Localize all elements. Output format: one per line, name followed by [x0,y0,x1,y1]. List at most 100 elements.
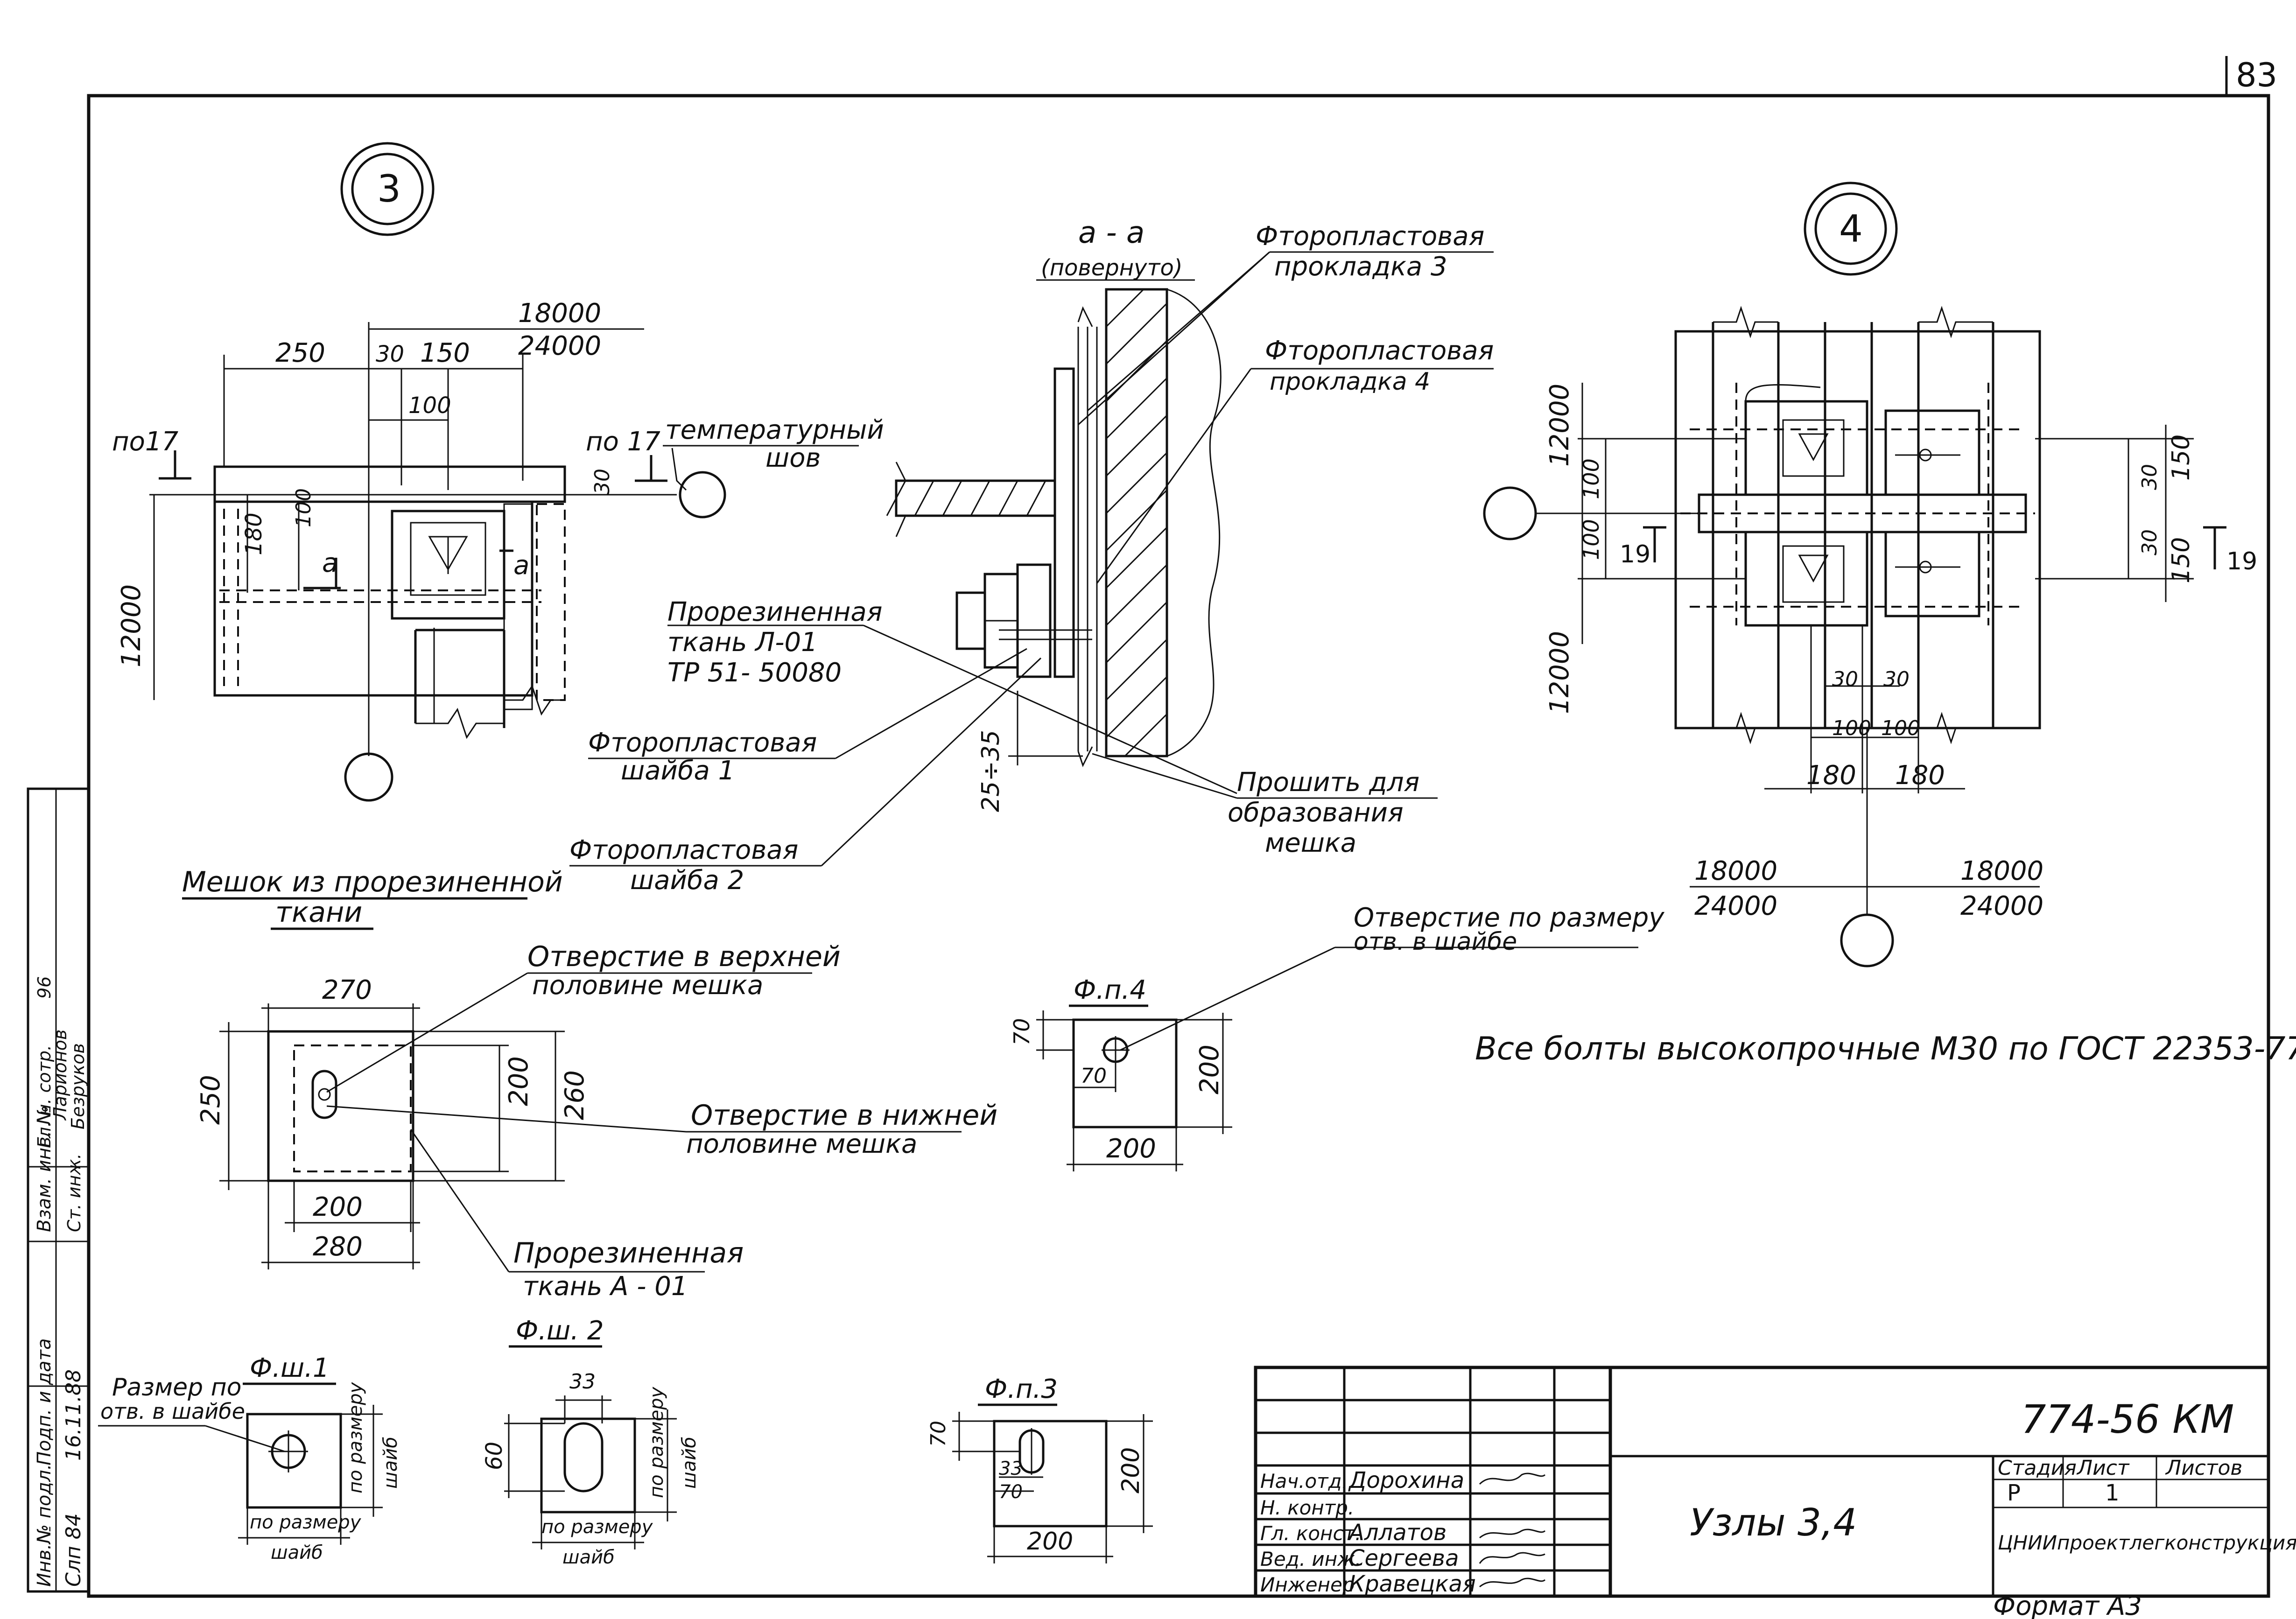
bag-dim-200h: 200 [313,1192,363,1222]
signature-4 [1479,1552,1545,1564]
node-3-number: 3 [377,167,401,210]
tb-name-3: Аллатов [1348,1520,1446,1546]
fp4-dim-70h: 70 [1081,1064,1107,1088]
section-aa-title: а - а [1078,216,1144,250]
tb-doc-code: 774-56 КМ [2021,1396,2234,1442]
fw2-side-1: по размеру [646,1386,667,1498]
n4-dim-100c: 100 [1832,716,1871,740]
n4-sec19-right: 19 [2226,547,2257,575]
callout-sew-3: мешка [1265,828,1356,858]
section-aa: а - а (повернуто) [569,216,1494,896]
stamp-bezrukov: Безруков [68,1043,88,1129]
n4-span-r-bottom: 24000 [1960,891,2043,921]
fw1-note-1: Размер по [112,1374,241,1402]
stamp-replace-label: Взам. инв. № [34,1105,55,1232]
stamp-larionov: Ларионов [50,1030,70,1121]
fw2-title: Ф.ш. 2 [516,1316,604,1346]
n4-dim-30d: 30 [1883,667,1910,691]
n4-dim-30a: 30 [2138,464,2162,490]
fp3-dim-70v: 70 [927,1421,950,1447]
bag-hole-bottom-1: Отверстие в нижней [691,1099,997,1132]
bolts-note: Все болты высокопрочные М30 по ГОСТ 2235… [1475,1030,2296,1067]
fw2-dim-33: 33 [569,1370,596,1394]
bag-fabric-1: Прорезиненная [513,1237,744,1269]
n3-dim-100v: 100 [292,488,316,527]
n4-dim-100b: 100 [1579,519,1604,560]
signature-5 [1479,1577,1546,1588]
tb-sheet-header: Лист [2076,1456,2130,1480]
fp3-dim-70h: 70 [999,1481,1023,1503]
n4-span-l-bottom: 24000 [1694,891,1777,921]
callout-sew-1: Прошить для [1237,767,1419,798]
n4-dim-150a: 150 [2167,435,2195,481]
tb-title: Узлы 3,4 [1690,1501,1857,1544]
fp4-title: Ф.п.4 [1074,975,1146,1005]
n3-dim-18000: 18000 [518,298,601,329]
bag-dim-260: 260 [560,1070,590,1120]
tb-role-1: Нач.отд. [1260,1470,1348,1493]
fp4-dim-200v: 200 [1194,1044,1225,1094]
side-stamp: Инв.№ подл. Подп. и дата Взам. инв. № Гл… [27,787,90,1593]
bag-title-1: Мешок из прорезиненной [182,866,563,898]
n4-span-l-top: 18000 [1694,856,1777,886]
stamp-gl-label: Гл. н. сотр. [34,1045,55,1148]
n4-dim-180a: 180 [1806,760,1856,791]
tb-stage-header: Стадия [1998,1456,2077,1480]
callout-washer2-1: Фторопластовая [569,835,798,865]
n3-temp-seam-1: температурный [665,415,884,445]
fw2-bot-1: по размеру [541,1516,653,1538]
fw1-detail: Ф.ш.1 Размер по отв. в шайбе по размеру … [98,1353,401,1563]
fw2-detail: Ф.ш. 2 33 60 по размеру шайб по размеру … [481,1316,700,1568]
callout-washer2-2: шайба 2 [630,865,744,896]
tb-name-5: Кравецкая [1349,1571,1476,1597]
n3-dim-150: 150 [420,338,470,368]
tb-org: ЦНИИпроектлегконструкция [1998,1531,2296,1554]
callout-rubber-2: ткань Л-01 [667,627,818,658]
tb-sheets-header: Листов [2165,1456,2242,1480]
tb-role-5: Инженер [1260,1573,1355,1596]
fw1-side-1: по размеру [345,1381,366,1493]
callout-washer1-1: Фторопластовая [588,728,817,758]
fp3-dim-200h: 200 [1027,1528,1073,1556]
fp4-hole-1: Отверстие по размеру [1354,903,1664,933]
n3-temp-seam-2: шов [765,443,821,473]
node-4-view: 4 [1483,182,2257,967]
tb-role-3: Гл. конст. [1260,1522,1361,1545]
bag-detail: Мешок из прорезиненной ткани 270 250 200… [182,866,997,1302]
bag-hole-bottom-2: половине мешка [686,1129,917,1159]
n3-po17-right: по 17 [586,427,660,457]
n4-dim-100d: 100 [1881,716,1920,740]
n4-dim-150b: 150 [2167,537,2195,583]
n4-dim-100a: 100 [1579,458,1604,499]
n3-po17-left: по17 [112,427,179,457]
fw1-side-2: шайб [380,1437,401,1489]
callout-gasket3-2: прокладка 3 [1274,252,1447,282]
fp3-dim-33: 33 [999,1458,1023,1479]
n3-section-a-right: а [513,550,529,581]
n4-dim-30c: 30 [1832,667,1858,691]
bag-dim-250: 250 [196,1075,226,1125]
section-aa-dim-25-35: 25÷35 [977,730,1005,812]
fp3-dim-200v: 200 [1117,1447,1145,1493]
fp4-dim-200h: 200 [1106,1134,1156,1164]
n4-dim-12000-top: 12000 [1545,384,1575,467]
node-4-number: 4 [1839,207,1863,251]
node-3-view: 3 18000 24000 250 30 150 100 [112,142,884,802]
sheet-frame: 83 [87,56,2277,1598]
fw2-dim-60: 60 [481,1442,507,1470]
fp4-hole-2: отв. в шайбе [1354,928,1517,956]
fp3-detail: Ф.п.3 70 33 70 200 200 [927,1374,1153,1563]
tb-format: Формат А3 [1993,1591,2142,1619]
callout-gasket4-2: прокладка 4 [1270,368,1430,396]
bag-title-2: ткани [275,896,362,929]
fw1-note-2: отв. в шайбе [100,1399,245,1424]
n3-dim-12000: 12000 [116,584,147,667]
n4-span-r-top: 18000 [1960,856,2043,886]
signature-3 [1479,1528,1546,1539]
fw2-bot-2: шайб [562,1547,615,1568]
title-block: Нач.отд. Дорохина Н. контр. Гл. конст. А… [1254,1366,2296,1619]
fw2-side-2: шайб [679,1437,700,1489]
callout-gasket3-1: Фторопластовая [1256,221,1484,252]
n4-dim-30b: 30 [2138,529,2162,555]
